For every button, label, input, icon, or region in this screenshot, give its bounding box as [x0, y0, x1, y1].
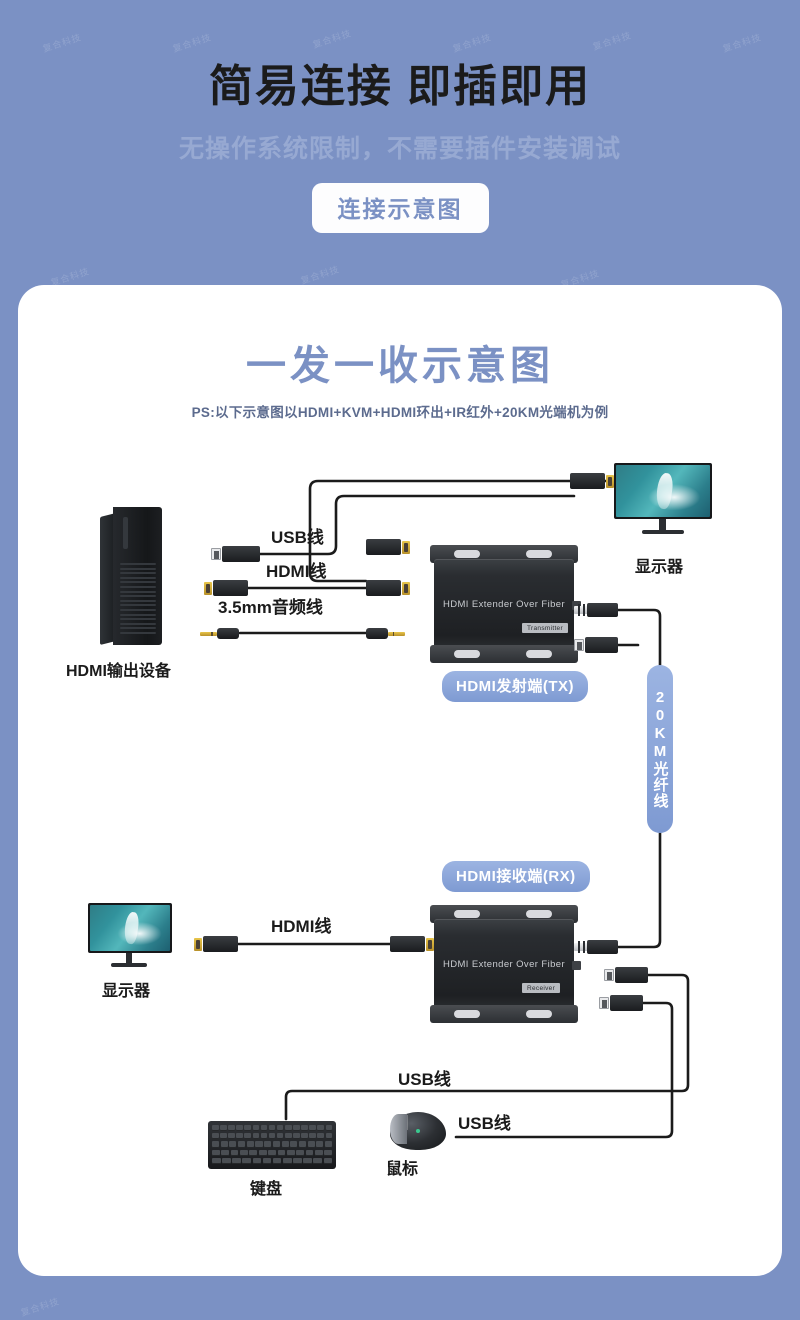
hdmi-plug-loopout	[366, 539, 410, 555]
usb-plug-source	[211, 546, 260, 562]
usb-plug-tx	[574, 637, 618, 653]
transmitter-tag: Transmitter	[522, 623, 568, 633]
wire-usb-mouse	[454, 1001, 674, 1139]
fiber-cable-label: 20KM光纤线	[647, 665, 673, 833]
diagram-card: 一发一收示意图 PS:以下示意图以HDMI+KVM+HDMI环出+IR红外+20…	[18, 285, 782, 1276]
audio-plug-right	[366, 628, 405, 639]
source-pc-label: HDMI输出设备	[66, 663, 171, 680]
diagram-note: PS:以下示意图以HDMI+KVM+HDMI环出+IR红外+20KM光端机为例	[191, 405, 609, 420]
receiver-label-pill: HDMI接收端(RX)	[442, 861, 590, 892]
hdmi-plug-receiver	[390, 936, 434, 952]
fiber-plug-rx	[574, 940, 618, 954]
receiver-box: HDMI Extender Over Fiber Receiver	[430, 905, 581, 1023]
audio-cable-label: 3.5mm音频线	[218, 598, 323, 617]
fiber-plug-tx	[574, 603, 618, 617]
transmitter-label-pill: HDMI发射端(TX)	[442, 671, 588, 702]
diagram-title: 一发一收示意图	[246, 344, 554, 388]
wire-usb-keyboard	[284, 973, 690, 1121]
wire-fiber-rx	[616, 831, 662, 949]
mouse-icon	[390, 1112, 446, 1150]
receiver-tag: Receiver	[522, 983, 561, 993]
page-title: 简易连接 即插即用	[208, 62, 592, 111]
monitor-tx-icon	[614, 463, 712, 535]
hdmi-plug-monitor-rx	[194, 936, 238, 952]
usb-cable-label-keyboard: USB线	[398, 1070, 451, 1089]
usb-plug-rx-mouse	[599, 995, 643, 1011]
page-subtitle: 无操作系统限制，不需要插件安装调试	[178, 134, 621, 163]
usb-cable-label-top: USB线	[271, 528, 324, 547]
transmitter-box: HDMI Extender Over Fiber Transmitter	[430, 545, 581, 663]
hdmi-plug-source-right	[366, 580, 410, 596]
usb-cable-label-mouse: USB线	[458, 1114, 511, 1133]
audio-plug-left	[200, 628, 239, 639]
wire-usb-source	[258, 494, 576, 556]
page-header: 简易连接 即插即用 无操作系统限制，不需要插件安装调试 连接示意图	[0, 0, 800, 233]
monitor-tx-label: 显示器	[635, 559, 684, 576]
section-badge: 连接示意图	[311, 182, 489, 233]
wire-fiber-tx	[608, 608, 662, 667]
mouse-label: 鼠标	[386, 1161, 419, 1178]
watermark: 复合科技	[19, 1296, 61, 1318]
hdmi-plug-source-left	[204, 580, 248, 596]
usb-plug-rx-keyboard	[604, 967, 648, 983]
transmitter-body-text: HDMI Extender Over Fiber	[442, 599, 566, 610]
monitor-rx-icon	[88, 903, 172, 969]
wire-layer	[236, 479, 690, 1139]
hdmi-cable-label-bottom: HDMI线	[271, 917, 332, 936]
keyboard-label: 键盘	[250, 1181, 283, 1198]
keyboard-icon	[208, 1121, 336, 1169]
hdmi-plug-monitor-tx	[570, 473, 614, 489]
wire-hdmi-loopout	[308, 479, 616, 583]
pc-tower-icon	[100, 507, 162, 645]
hdmi-cable-label-top: HDMI线	[266, 562, 327, 581]
monitor-rx-label: 显示器	[102, 983, 151, 1000]
connection-diagram: HDMI输出设备 USB线 HDMI线 3.5mm音频线	[18, 285, 782, 1276]
receiver-body-text: HDMI Extender Over Fiber	[442, 959, 566, 970]
watermark: 复合科技	[299, 264, 341, 286]
